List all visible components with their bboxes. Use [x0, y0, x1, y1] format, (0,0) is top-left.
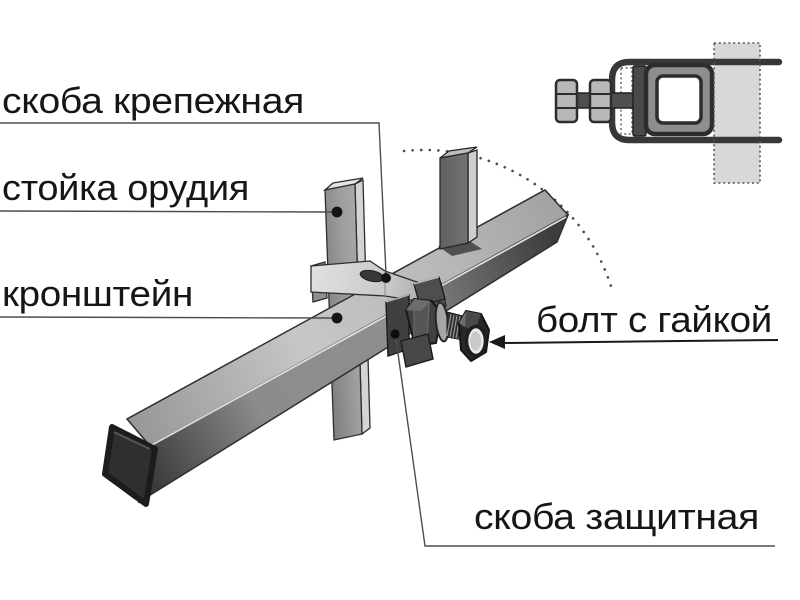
rotation-arc [402, 148, 615, 295]
inset-tube-inner [655, 74, 703, 125]
bolt-arrow [489, 335, 779, 349]
label-bracket: кронштейн [2, 273, 193, 314]
bolt-head-face-inner [470, 331, 481, 351]
leader-bracket [0, 316, 334, 319]
cross-section-inset [554, 42, 783, 184]
label-fastening-clamp: скоба крепежная [2, 80, 304, 121]
dot-fastening-clamp [381, 273, 391, 283]
leader-implement-post [0, 210, 334, 213]
label-protective-clamp: скоба защитная [474, 496, 759, 537]
end-cap-highlight [113, 431, 151, 450]
protective-clamp-hole [390, 329, 400, 339]
leader-lines [0, 122, 775, 547]
implement-post-bar-alt [438, 146, 482, 256]
dot-bracket [331, 312, 343, 324]
protective-clamp [385, 276, 446, 357]
post-alt-front-face [439, 152, 469, 250]
label-bolt-with-nut: болт с гайкой [536, 299, 772, 340]
inset-post-strip-fill [714, 43, 760, 183]
leader-protective-clamp [395, 338, 775, 547]
label-implement-post: стойка орудия [2, 167, 249, 208]
arrow-head [489, 335, 505, 349]
leader-fastening-clamp [0, 122, 387, 275]
bolt-head-facet-2 [465, 311, 481, 330]
inset-nut [588, 78, 613, 124]
post-alt-side-face [467, 149, 478, 245]
dot-implement-post [331, 206, 343, 218]
arrow-line [502, 339, 779, 344]
upper-tab-highlight [413, 276, 440, 285]
leader-dots [331, 206, 391, 324]
protective-clamp-lower-tab [400, 333, 434, 368]
inset-bolt-head [554, 78, 579, 124]
tube-edge-highlight [151, 216, 567, 446]
nut-bevel [406, 299, 430, 311]
bolt-with-nut [400, 298, 490, 368]
plate-highlight [385, 294, 410, 303]
inset-post-strip-border [713, 42, 761, 184]
